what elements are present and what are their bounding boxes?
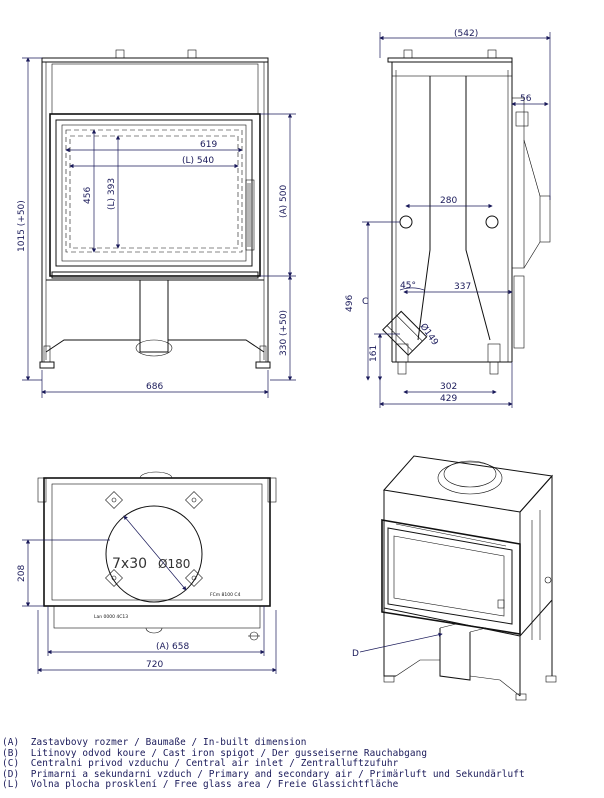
dim-height-456: 456 — [83, 187, 93, 204]
dim-bolt-pattern: 7x30 — [112, 556, 147, 572]
iso-view: D — [352, 455, 557, 701]
top-view: 7x30 Ø180 FCm 8100 C4 Lan 0000 4C13 208 … — [17, 471, 277, 674]
dim-angle-45: 45° — [400, 281, 416, 291]
side-view: (542) 56 280 337 45° 496 C Ø149 161 302 … — [345, 29, 551, 408]
dim-depth-542: (542) — [454, 29, 478, 39]
dim-height-161: 161 — [369, 345, 379, 362]
dim-depth-302: 302 — [440, 382, 457, 392]
dim-width-686: 686 — [146, 382, 163, 392]
dim-height-496: 496 — [345, 295, 355, 312]
dim-overall-height: 1015 (+50) — [17, 200, 27, 252]
legend-item-d: (D) Primarni a sekundarni vzduch / Prima… — [2, 768, 525, 780]
dim-depth-208: 208 — [17, 565, 27, 582]
label-d: D — [352, 649, 359, 659]
dim-spigot-56: 56 — [520, 94, 532, 104]
legend-item-b: (B) Litinovy odvod koure / Cast iron spi… — [2, 747, 428, 759]
label-c: C — [362, 297, 368, 307]
dim-width-619: 619 — [200, 140, 217, 150]
plate-text-1: FCm 8100 C4 — [210, 592, 241, 598]
legend-item-c: (C) Centralni privod vzduchu / Central a… — [2, 758, 399, 770]
dim-diameter-180: Ø180 — [158, 557, 190, 571]
front-view: 1015 (+50) 619 (L) 540 456 (L) 393 (A) 5… — [17, 49, 296, 398]
dim-height-330: 330 (+50) — [279, 310, 289, 356]
dim-height-l393: (L) 393 — [107, 178, 117, 210]
plate-text-2: Lan 0000 4C13 — [94, 614, 128, 620]
legend-item-a: (A) Zastavbovy rozmer / Baumaße / In-bui… — [2, 737, 307, 748]
dim-inlet-280: 280 — [440, 196, 457, 206]
dim-width-a658: (A) 658 — [156, 642, 189, 652]
dim-depth-337: 337 — [454, 282, 471, 292]
dim-diameter-149: Ø149 — [418, 321, 441, 347]
dim-width-720: 720 — [146, 660, 163, 670]
legend: (A) Zastavbovy rozmer / Baumaße / In-bui… — [2, 737, 602, 791]
dim-width-l540: (L) 540 — [182, 156, 214, 166]
legend-item-l: (L) Volna plocha prosklení / Free glass … — [2, 779, 399, 791]
dim-depth-429: 429 — [440, 394, 457, 404]
dim-height-a500: (A) 500 — [279, 185, 289, 218]
bolt-holes — [105, 491, 203, 587]
